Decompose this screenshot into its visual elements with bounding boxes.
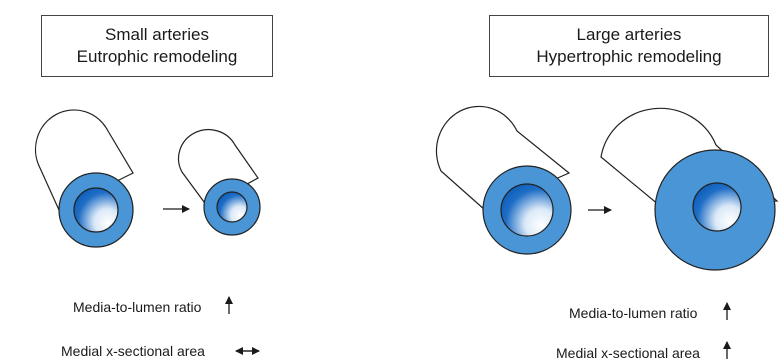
left-title-box: Small arteries Eutrophic remodeling	[41, 15, 273, 77]
right-media-to-lumen-label: Media-to-lumen ratio	[569, 305, 698, 321]
left-media-to-lumen-label: Media-to-lumen ratio	[73, 299, 202, 315]
large-artery-remodeled	[600, 107, 779, 271]
right-title-box: Large arteries Hypertrophic remodeling	[489, 15, 769, 77]
small-artery-remodeled	[177, 128, 261, 236]
right-title-line2: Hypertrophic remodeling	[536, 47, 722, 66]
small-artery-normal	[34, 109, 134, 248]
right-medial-area-label: Medial x-sectional area	[556, 345, 700, 361]
left-title-line1: Small arteries	[105, 25, 209, 44]
left-medial-area-label: Medial x-sectional area	[61, 343, 205, 359]
left-title-line2: Eutrophic remodeling	[76, 47, 238, 66]
right-title-line1: Large arteries	[576, 25, 682, 44]
large-artery-normal	[435, 105, 572, 255]
